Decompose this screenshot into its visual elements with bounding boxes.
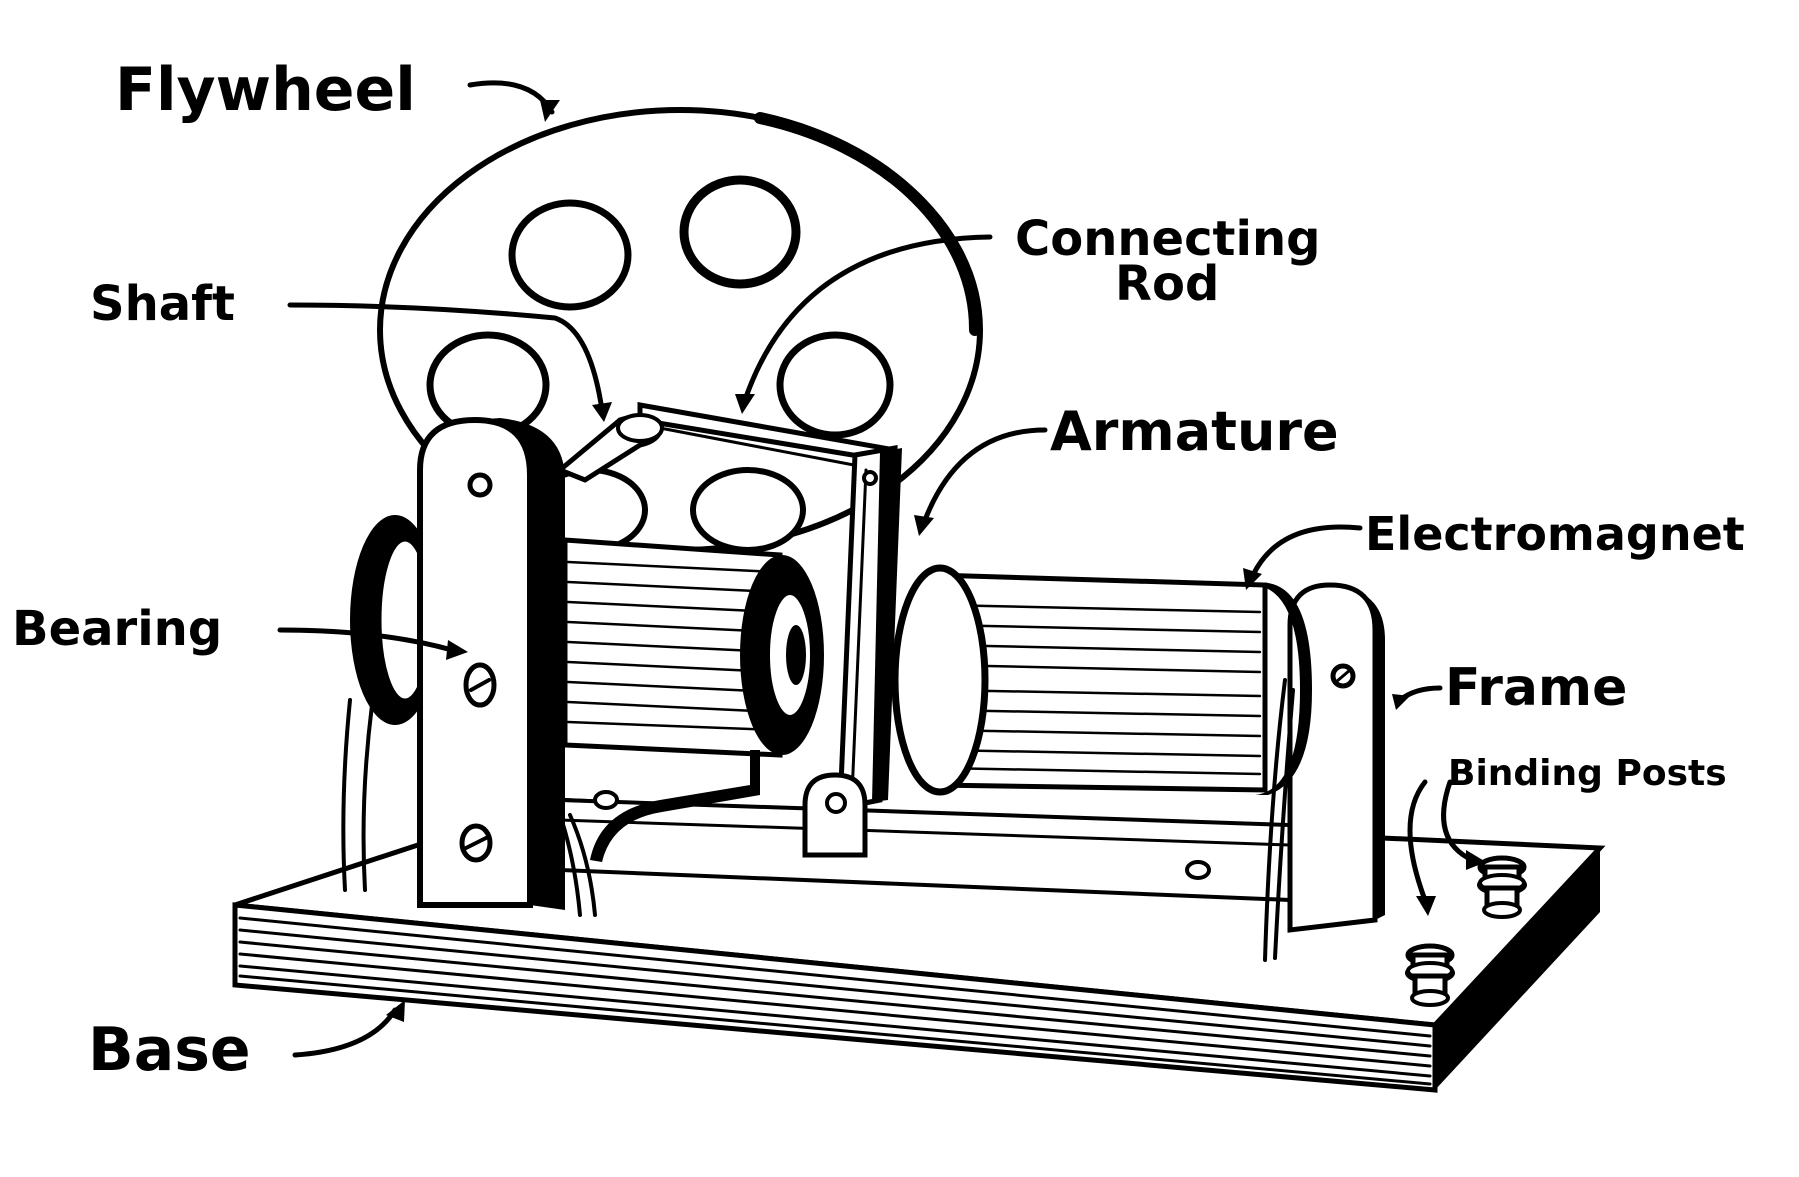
label-base: Base: [88, 1015, 251, 1085]
left-electromagnet: [562, 537, 824, 758]
label-armature: Armature: [1050, 400, 1339, 463]
coil-windings: [938, 603, 1262, 776]
armature: [590, 445, 902, 862]
shaft: [555, 413, 664, 483]
binding-post-front: [1405, 943, 1455, 1007]
electromagnet: [891, 564, 1312, 962]
flywheel-holes: [426, 175, 894, 553]
label-connecting-rod: Connecting: [1015, 211, 1320, 267]
label-flywheel: Flywheel: [115, 55, 416, 125]
label-bearing: Bearing: [12, 601, 222, 657]
binding-post-rear: [1477, 855, 1527, 919]
label-shaft: Shaft: [90, 276, 235, 332]
leader-arrows: [277, 80, 1486, 1058]
bearing: [341, 416, 597, 917]
label-connecting-rod-line2: Rod: [1115, 256, 1219, 312]
labels: Flywheel Connecting Rod Shaft Armature E…: [12, 55, 1745, 1085]
label-frame: Frame: [1445, 658, 1627, 718]
label-electromagnet: Electromagnet: [1365, 507, 1745, 561]
label-binding-posts: Binding Posts: [1448, 753, 1727, 794]
binding-posts: [1405, 855, 1527, 1007]
base-wood-grain: [238, 916, 1432, 1086]
